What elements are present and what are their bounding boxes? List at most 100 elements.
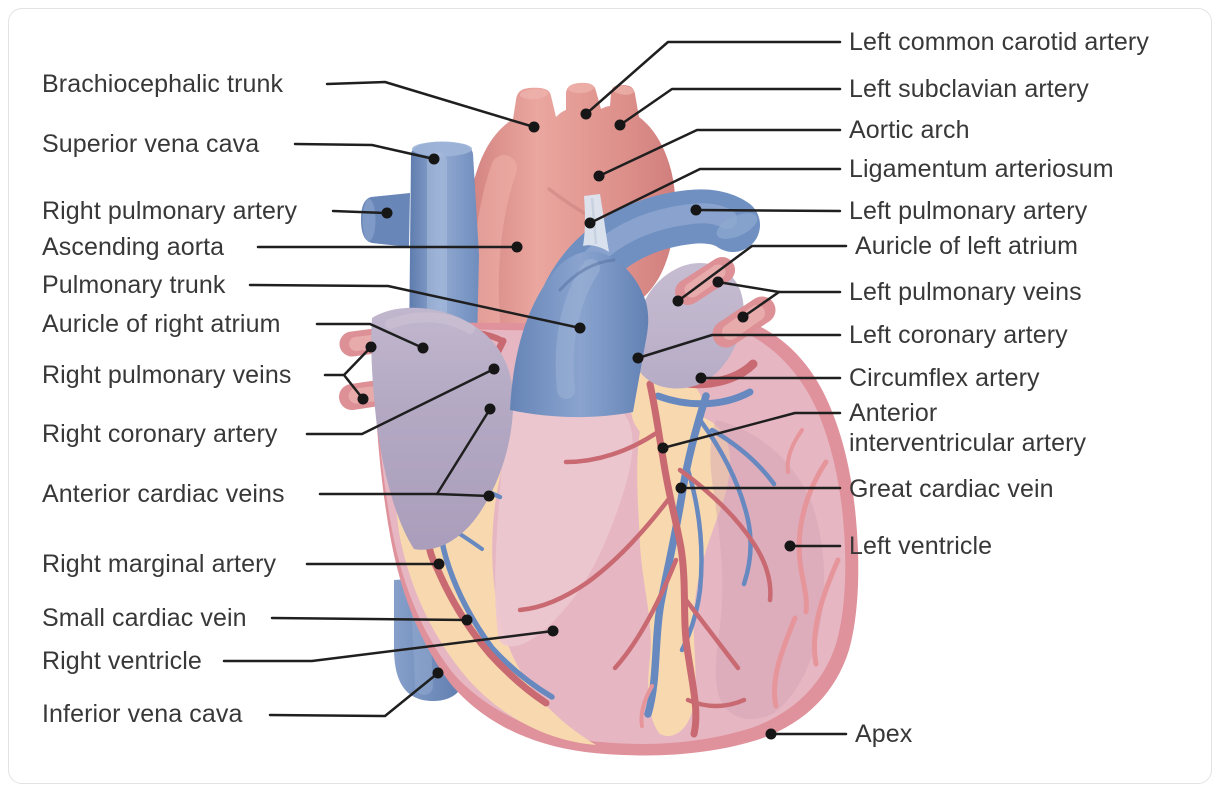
label-right-coronary-artery: Right coronary artery — [42, 419, 278, 449]
leader-line — [618, 87, 842, 127]
label-left-ventricle: Left ventricle — [849, 531, 992, 561]
label-text: Left coronary artery — [849, 321, 1068, 349]
leader-line — [268, 671, 440, 718]
leader-line — [331, 209, 389, 215]
label-text: Pulmonary trunk — [42, 271, 226, 299]
leader-dot — [484, 403, 496, 415]
leader-dot — [432, 667, 444, 679]
label-left-subclavian-artery: Left subclavian artery — [849, 74, 1089, 104]
label-text: Apex — [855, 720, 913, 748]
leader-dot — [483, 490, 495, 502]
leader-dot — [428, 153, 440, 165]
label-small-cardiac-vein: Small cardiac vein — [42, 603, 247, 633]
label-left-pulmonary-veins: Left pulmonary veins — [849, 277, 1082, 307]
leader-line — [661, 411, 842, 450]
leader-dot — [365, 341, 377, 353]
leader-dot — [593, 170, 605, 182]
label-text: Ascending aorta — [42, 233, 225, 261]
label-text: interventricular artery — [849, 429, 1087, 457]
leader-dot — [712, 276, 724, 288]
label-right-pulmonary-artery: Right pulmonary artery — [42, 196, 297, 226]
leader-line — [293, 142, 436, 161]
leader-dot — [584, 217, 596, 229]
leader-line — [597, 128, 842, 178]
right-atrium-shape — [371, 307, 514, 550]
label-text: Brachiocephalic trunk — [42, 70, 284, 98]
label-auricle-of-right-atrium: Auricle of right atrium — [42, 309, 281, 339]
label-right-ventricle: Right ventricle — [42, 646, 202, 676]
leader-line — [222, 629, 555, 663]
leader-dot — [580, 108, 592, 120]
leader-lines-layer — [222, 40, 848, 740]
label-aortic-arch: Aortic arch — [849, 115, 970, 145]
label-text: Aortic arch — [849, 116, 970, 144]
leader-dot — [528, 121, 540, 133]
label-circumflex-artery: Circumflex artery — [849, 363, 1040, 393]
label-inferior-vena-cava: Inferior vena cava — [42, 699, 243, 729]
leader-dot — [657, 442, 669, 454]
label-text: Superior vena cava — [42, 130, 260, 158]
label-text: Anterior — [849, 399, 938, 427]
leader-dot — [547, 625, 559, 637]
leader-dot — [675, 482, 687, 494]
label-left-pulmonary-artery: Left pulmonary artery — [849, 196, 1087, 226]
label-superior-vena-cava: Superior vena cava — [42, 129, 259, 159]
label-ascending-aorta: Ascending aorta — [42, 232, 224, 262]
label-text: Right pulmonary veins — [42, 361, 292, 389]
leader-line — [270, 616, 469, 622]
label-text: Right marginal artery — [42, 550, 277, 578]
label-brachiocephalic-trunk: Brachiocephalic trunk — [42, 69, 283, 99]
leader-dot — [784, 540, 796, 552]
leader-dot — [765, 728, 777, 740]
label-right-marginal-artery: Right marginal artery — [42, 549, 276, 579]
leader-dot — [672, 295, 684, 307]
label-text: Inferior vena cava — [42, 700, 243, 728]
leader-line — [636, 333, 842, 360]
leader-line — [435, 492, 491, 498]
leader-dot — [695, 372, 707, 384]
label-text: Left ventricle — [849, 532, 993, 560]
label-left-common-carotid-artery: Left common carotid artery — [849, 27, 1149, 57]
right-pulmonary-artery-stub — [361, 193, 410, 247]
label-text: Left pulmonary veins — [849, 278, 1082, 306]
leader-dot — [511, 241, 523, 253]
label-right-pulmonary-veins: Right pulmonary veins — [42, 360, 291, 390]
label-text: Circumflex artery — [849, 364, 1040, 392]
leader-dot — [574, 322, 586, 334]
leader-line — [676, 244, 848, 303]
label-text: Right pulmonary artery — [42, 197, 298, 225]
leader-dot — [488, 363, 500, 375]
leader-line — [584, 40, 842, 116]
label-text: Auricle of left atrium — [855, 232, 1079, 260]
label-text: Anterior cardiac veins — [42, 480, 285, 508]
leader-line — [741, 290, 781, 319]
leader-line — [588, 167, 842, 225]
label-text: Right ventricle — [42, 647, 202, 675]
leader-dot — [737, 311, 749, 323]
leader-dot — [614, 119, 626, 131]
leader-dot — [461, 614, 473, 626]
leader-dot — [417, 342, 429, 354]
label-text: Great cardiac vein — [849, 475, 1054, 503]
label-auricle-of-left-atrium: Auricle of left atrium — [855, 231, 1078, 261]
label-left-coronary-artery: Left coronary artery — [849, 320, 1068, 350]
leader-dot — [690, 204, 702, 216]
label-anterior-cardiac-veins: Anterior cardiac veins — [42, 479, 285, 509]
leader-dot — [357, 393, 369, 405]
label-text: Ligamentum arteriosum — [849, 155, 1114, 183]
leader-dot — [381, 207, 393, 219]
left-atrium-shape — [632, 263, 744, 389]
leader-dot — [433, 558, 445, 570]
label-text: Left common carotid artery — [849, 28, 1149, 56]
leader-line — [248, 283, 582, 330]
leader-line — [305, 367, 496, 436]
label-text: Left subclavian artery — [849, 75, 1089, 103]
leader-line — [315, 322, 425, 350]
label-text: Left pulmonary artery — [849, 197, 1088, 225]
label-text: Right coronary artery — [42, 420, 278, 448]
label-text: Small cardiac vein — [42, 604, 247, 632]
leader-dot — [632, 352, 644, 364]
